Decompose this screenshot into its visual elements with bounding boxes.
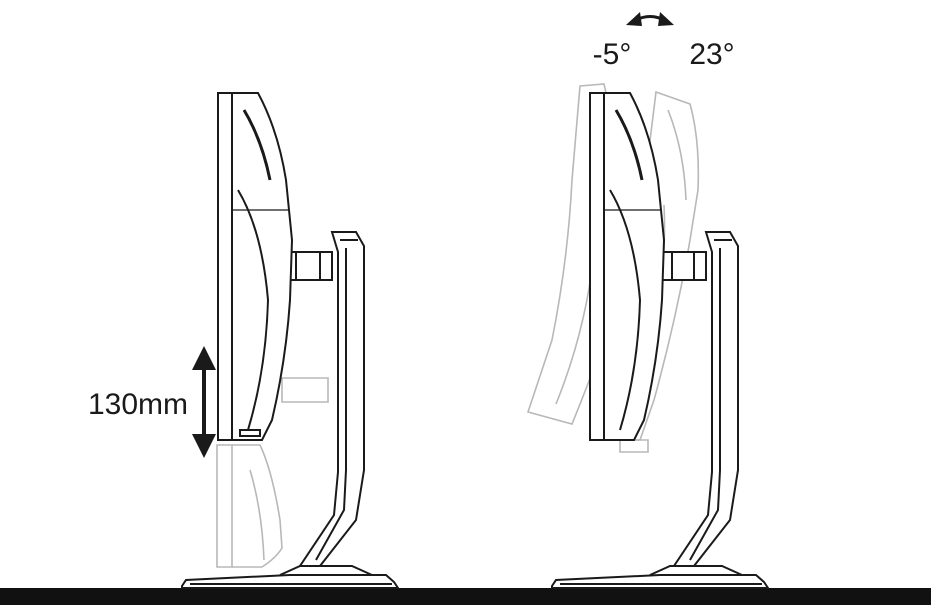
hinge-right (659, 251, 707, 281)
height-adjust-figure: 130mm (88, 92, 400, 589)
curved-double-arrow-icon (626, 12, 674, 26)
stand-base-right (551, 565, 770, 589)
height-adjust-label: 130mm (88, 388, 188, 421)
stand-base-left (181, 565, 400, 589)
monitor-upright (589, 92, 666, 441)
ghost-monitor-lowered (216, 377, 329, 568)
floor-bar (0, 588, 931, 605)
tilt-forward-label: -5° (593, 38, 632, 71)
stand-neck-left (298, 231, 365, 567)
monitor-raised (217, 92, 294, 441)
tilt-adjust-figure: -5° 23° (526, 12, 770, 589)
tilt-back-label: 23° (689, 38, 734, 71)
double-vertical-arrow-icon (192, 346, 216, 458)
stand-neck-right (672, 231, 739, 567)
